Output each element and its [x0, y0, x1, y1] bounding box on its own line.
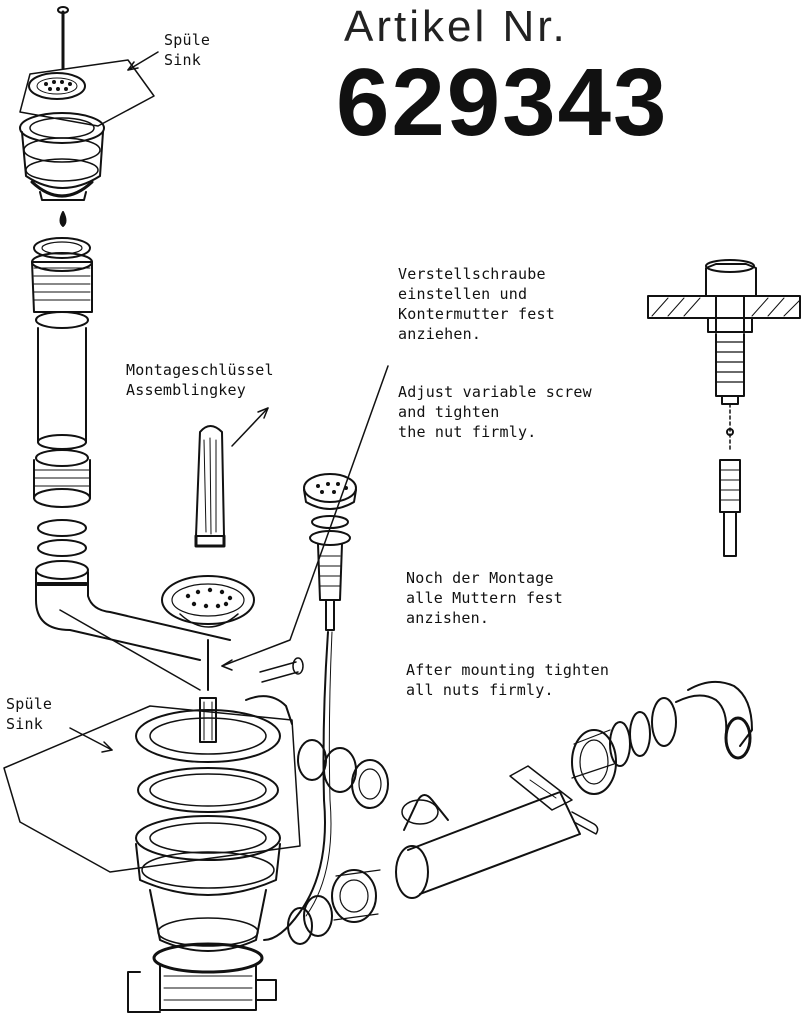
assembly-key-drawing — [194, 407, 269, 548]
main-sink-basket — [3, 575, 304, 1013]
mount-instruction-en: After mounting tighten all nuts firmly. — [406, 661, 610, 699]
sink-bottom-callout — [69, 727, 113, 751]
trap-assembly — [287, 680, 753, 945]
sink-top-callout — [127, 51, 159, 71]
adjust-instruction-de: Verstellschraube einstellen und Kontermu… — [398, 265, 555, 343]
sink-bottom-label: Spüle Sink — [6, 695, 53, 733]
article-label: Artikel Nr. — [344, 2, 568, 51]
adjust-screw-detail — [647, 259, 801, 557]
mount-instruction-de: Noch der Montage alle Muttern fest anzis… — [406, 569, 563, 627]
adjust-instruction-en: Adjust variable screw and tighten the nu… — [398, 383, 592, 441]
adjust-callout-line — [221, 365, 389, 667]
assembly-key-label: Montageschlüssel Assemblingkey — [126, 361, 274, 399]
sink-top-label: Spüle Sink — [164, 31, 211, 69]
upper-strainer-assembly — [19, 6, 231, 691]
article-number: 629343 — [336, 49, 669, 156]
